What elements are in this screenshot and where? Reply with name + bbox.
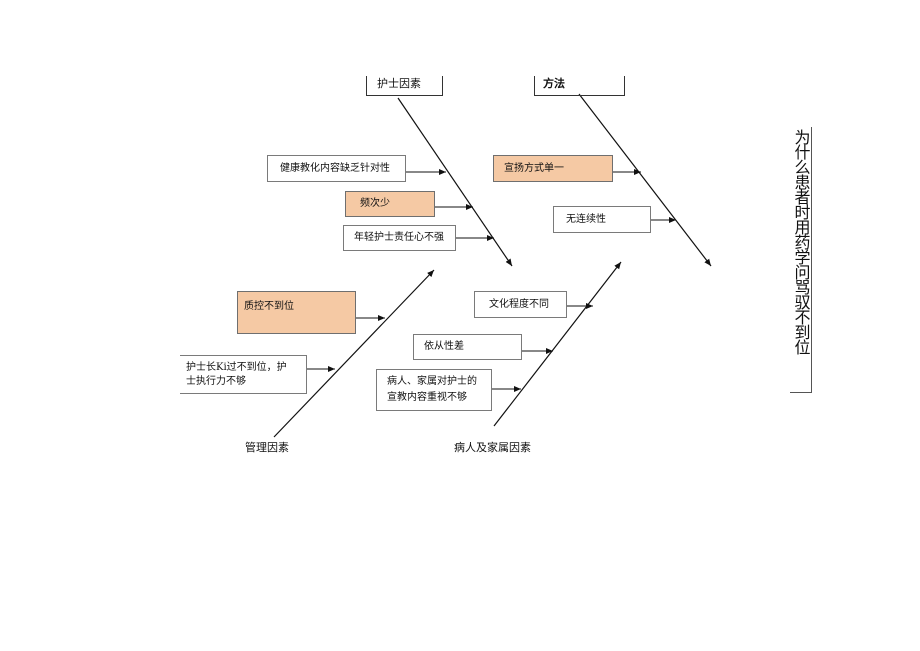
cause-nurse-1: 健康教化内容缺乏针对性 — [267, 155, 406, 182]
cause-patient-3: 病人、家属对护士的宣教内容重视不够 — [376, 369, 492, 411]
cause-nurse-3: 年轻护士责任心不强 — [343, 225, 456, 251]
category-method-label: 方法 — [543, 77, 565, 90]
category-nurse: 护士因素 — [366, 76, 443, 96]
cause-method-1: 宣扬方式单一 — [493, 155, 613, 182]
cause-patient-2: 依从性差 — [413, 334, 522, 360]
category-management-label: 管理因素 — [245, 441, 289, 454]
category-nurse-label: 护士因素 — [377, 77, 421, 90]
bone-management — [273, 269, 435, 438]
bone-patient — [493, 261, 622, 427]
category-patient: 病人及家属因素 — [454, 439, 531, 455]
category-patient-label: 病人及家属因素 — [454, 441, 531, 454]
cause-patient-1: 文化程度不同 — [474, 291, 567, 318]
category-method: 方法 — [534, 76, 625, 96]
cause-method-2: 无连续性 — [553, 206, 651, 233]
cause-management-2: 护士长Ki过不到位，护士执行力不够 — [180, 355, 307, 394]
effect-problem: 为什么患者时用药学问骂驭不到位 — [790, 127, 812, 393]
category-management: 管理因素 — [245, 439, 289, 455]
cause-nurse-2: 频次少 — [345, 191, 435, 217]
bone-method — [578, 93, 712, 267]
cause-management-1: 质控不到位 — [237, 291, 356, 334]
